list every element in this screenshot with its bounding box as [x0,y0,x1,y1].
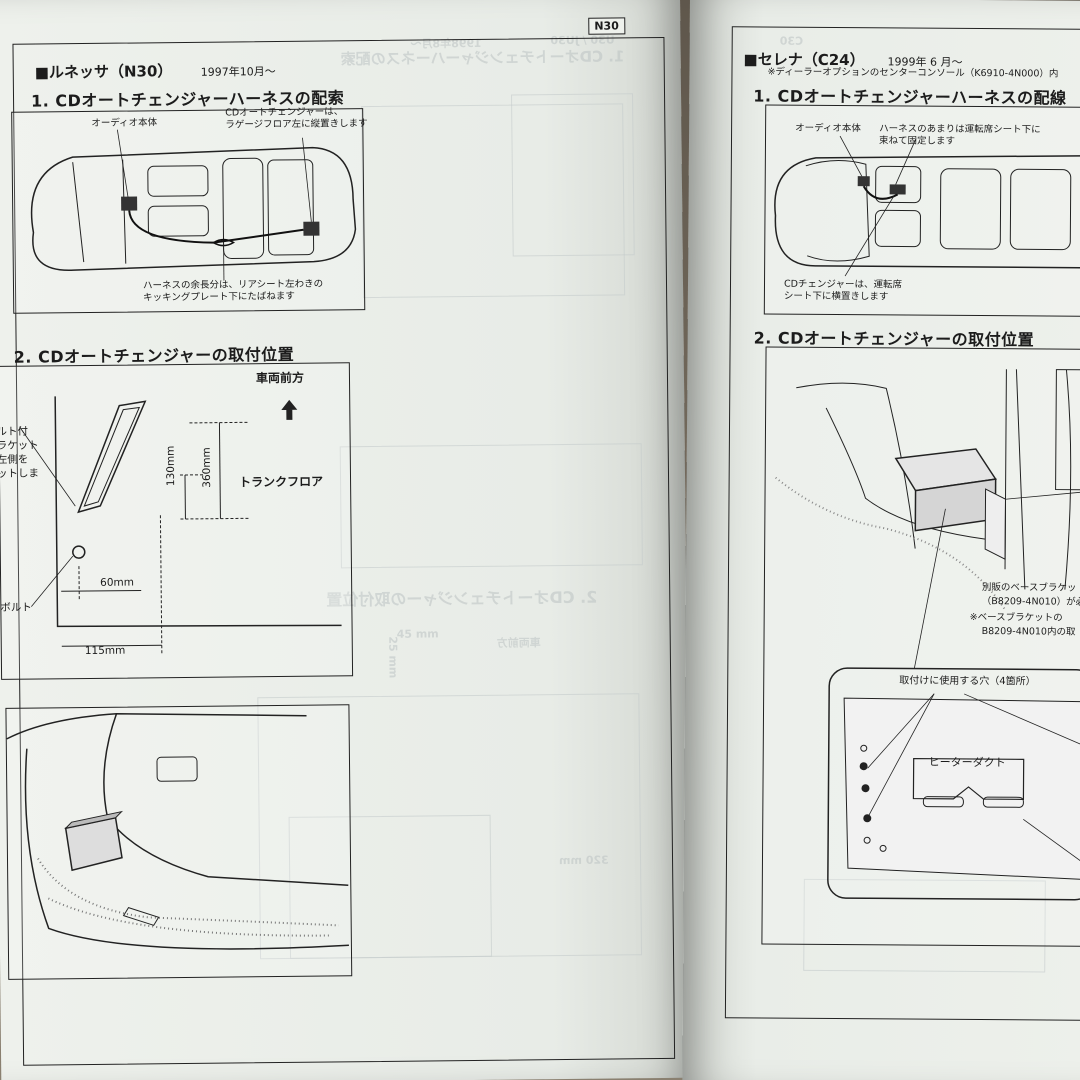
label-bracket-1: ルト付 [0,425,29,438]
label-bracket-2: ラケット [0,439,39,452]
model-heading: ■ルネッサ（N30） [34,62,173,82]
label-bracket-1: 別販のベースブラケッ [981,582,1077,594]
trunk-illustration [5,704,353,980]
label-bracket-2: （B8209-4N010）が必 [981,596,1080,608]
trunk-perspective-drawing [6,712,349,950]
label-trunk-floor: トランクフロア [238,474,324,490]
label-audio: オーディオ本体 [795,122,861,135]
label-changer-2: シート下に横置きします [783,290,889,303]
label-harness-1: ハーネスの余長分は、リアシート左わきの [142,278,324,292]
dim-60: 60mm [100,576,134,589]
car-topview-drawing [30,129,357,281]
dim-115: 115mm [84,644,126,658]
harness-diagram [763,104,1080,317]
trunk-floor-drawing [19,396,342,656]
console-drawing [775,369,1080,901]
harness-diagram [11,108,366,314]
label-bracket-4: ットしま [0,467,40,480]
page-tag: N30 [588,17,625,35]
label-audio: オーディオ本体 [91,117,158,129]
right-page: C30 ■セレナ（C24） 1999年 6 月～ ※ディーラーオプションのセンタ… [682,0,1080,1080]
dim-130: 130mm [164,445,178,487]
label-harness-2: キッキングプレート下にたばねます [143,290,295,304]
van-topview-drawing [774,135,1080,277]
dim-360: 360mm [200,447,214,488]
label-harness-1: ハーネスのあまりは運転席シート下に [879,123,1041,136]
label-changer-2: ラゲージフロア左に縦置きします [225,118,368,131]
label-holes: 取付けに使用する穴（4箇所） [899,675,1036,688]
mounting-diagram [761,346,1080,947]
label-bracket-4: B8209-4N010内の取 [981,626,1076,638]
label-changer-1: CDチェンジャーは、運転席 [783,278,903,291]
label-bracket-3: ※ベースブラケットの [969,611,1063,624]
label-vehicle-front: 車両前方 [255,370,305,386]
label-bolt: ボルト [0,601,32,614]
label-bracket-3: 左側を [0,453,29,466]
left-page: 1. CDオートチェンジャーハーネスの配索 2. CDオートチェンジャーの取付位… [0,0,692,1080]
label-harness-2: 束ねて固定します [878,135,956,147]
mounting-diagram [0,362,354,680]
model-date: 1997年10月～ [200,65,276,79]
option-note: ※ディーラーオプションのセンターコンソール（K6910-4N000）内 [767,66,1059,80]
label-heater-duct: ヒーターダクト [928,755,1006,770]
